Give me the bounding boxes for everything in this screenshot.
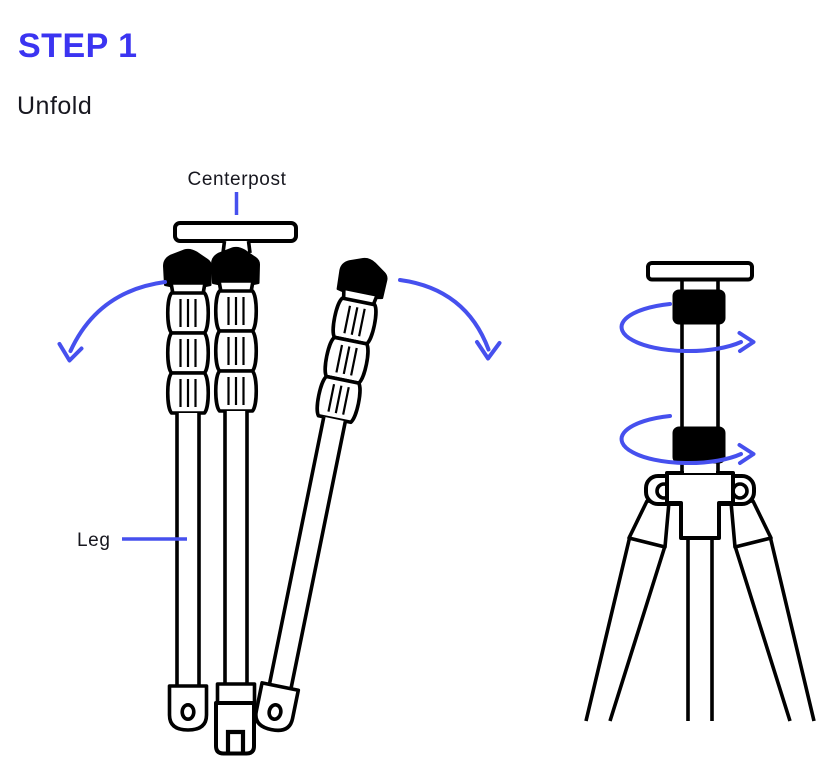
rotate-arrow-upper-icon — [619, 302, 756, 354]
centerpost-top-plate — [646, 261, 754, 282]
unfold-arrow-left-icon — [57, 280, 167, 363]
step-subtitle: Unfold — [17, 92, 93, 120]
leg-label: Leg — [77, 530, 111, 551]
folded-leg-middle — [210, 246, 261, 730]
tripod-unfold-diagram: Centerpost Leg — [57, 169, 816, 756]
hinge-hole-right — [731, 482, 749, 500]
centerpost-bottom-fitting — [214, 701, 256, 756]
rotate-arrow-lower-icon — [619, 414, 756, 466]
centerpost-top-plate — [173, 221, 298, 243]
centerpost-hook-notch — [225, 729, 246, 753]
folded-leg-left — [162, 248, 213, 732]
folded-leg-right — [246, 252, 392, 737]
lower-lock-collar — [672, 426, 726, 464]
tripod-leg-upper-left — [627, 499, 671, 549]
centerpost-label: Centerpost — [188, 169, 287, 190]
head-block — [665, 471, 735, 540]
tripod-leg-lower-left — [584, 535, 667, 722]
centerpost-lower-edges — [686, 540, 714, 721]
unfold-arrow-right-icon — [398, 278, 502, 361]
folded-tripod-illustration: Centerpost Leg — [57, 169, 502, 756]
assembled-tripod-illustration — [584, 261, 816, 722]
tripod-leg-upper-right — [729, 499, 773, 549]
upper-lock-collar — [672, 289, 726, 325]
step-title: STEP 1 — [18, 27, 138, 65]
tripod-leg-lower-right — [733, 535, 816, 722]
